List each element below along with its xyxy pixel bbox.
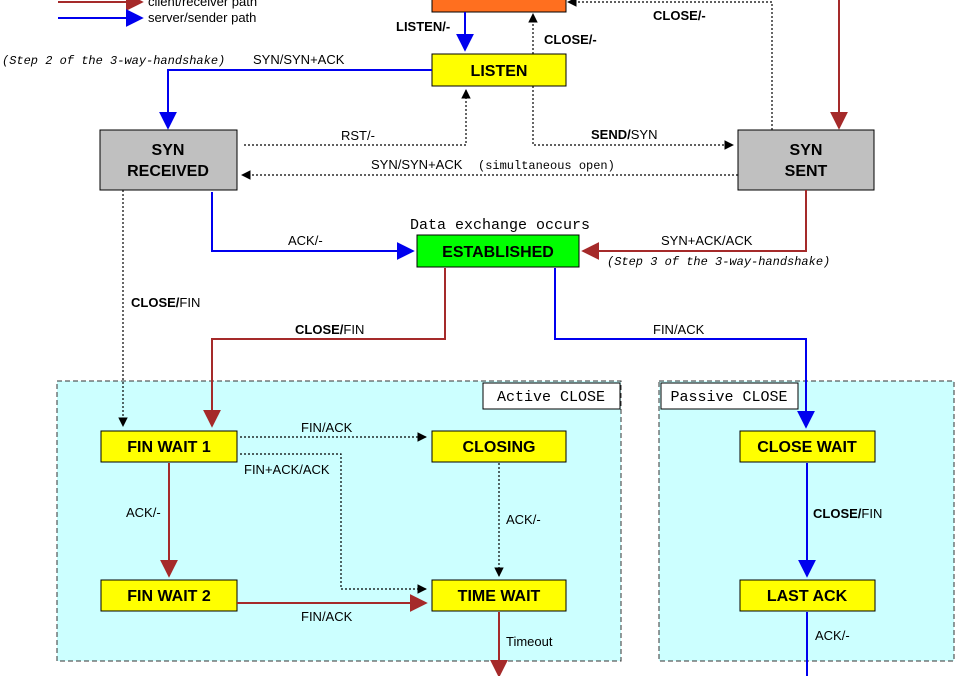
state-last-ack[interactable]	[739, 579, 876, 612]
state-last-ack-label: LAST ACK	[767, 588, 848, 605]
state-fin-wait-2[interactable]	[100, 579, 238, 612]
note-data-exchange: Data exchange occurs	[410, 217, 590, 234]
state-fin-wait-1[interactable]	[100, 430, 238, 463]
label-ack-established: ACK/-	[288, 233, 323, 248]
label-syn-synack: SYN/SYN+ACK	[253, 52, 345, 67]
arrow-established-to-closewait	[554, 268, 815, 429]
state-close-wait[interactable]	[739, 430, 876, 463]
label-listen-from-closed: LISTEN/-	[396, 19, 450, 34]
state-close-wait-label: CLOSE WAIT	[757, 439, 857, 456]
state-syn-sent-label-1: SYN	[790, 142, 823, 159]
label-close-fin-3: CLOSE/FIN	[813, 506, 882, 521]
state-listen[interactable]	[431, 53, 567, 87]
arrow-synreceived-to-listen	[244, 89, 471, 146]
passive-close-label-box	[660, 382, 799, 410]
arrow-listen-to-synsent	[532, 86, 734, 150]
state-established[interactable]	[416, 234, 580, 268]
state-syn-received[interactable]	[99, 129, 238, 191]
state-syn-sent[interactable]	[737, 129, 875, 191]
legend-server-text: server/sender path	[148, 10, 256, 25]
label-fin-ack-passive: FIN/ACK	[653, 322, 705, 337]
label-close-synsent: CLOSE/-	[653, 8, 706, 23]
label-ack-last: ACK/-	[815, 628, 850, 643]
note-step3: (Step 3 of the 3-way-handshake)	[607, 255, 830, 269]
state-closing-label: CLOSING	[463, 439, 536, 456]
active-close-label: Active CLOSE	[497, 389, 605, 406]
arrow-synsent-to-closed	[567, 0, 773, 130]
state-fin-wait-1-label: FIN WAIT 1	[127, 439, 211, 456]
label-close-fin-1: CLOSE/FIN	[131, 295, 200, 310]
label-synack-ack: SYN+ACK/ACK	[661, 233, 753, 248]
active-close-label-box	[482, 382, 621, 410]
note-step2: (Step 2 of the 3-way-handshake)	[2, 54, 225, 68]
state-listen-label: LISTEN	[471, 63, 528, 80]
arrow-finwait1-to-timewait	[240, 453, 427, 594]
state-established-label: ESTABLISHED	[442, 244, 554, 261]
arrow-listen-to-synreceived	[159, 69, 432, 130]
passive-close-label: Passive CLOSE	[670, 389, 787, 406]
arrow-synsent-to-established	[581, 190, 807, 260]
label-ack-fw2: ACK/-	[126, 505, 161, 520]
state-fin-wait-2-label: FIN WAIT 2	[127, 588, 211, 605]
state-syn-received-label-2: RECEIVED	[127, 163, 209, 180]
state-closing[interactable]	[431, 430, 567, 463]
label-syn-synack-simul: SYN/SYN+ACK	[371, 157, 463, 172]
label-ack-tw: ACK/-	[506, 512, 541, 527]
state-time-wait[interactable]	[431, 579, 567, 612]
state-syn-sent-label-2: SENT	[785, 163, 828, 180]
label-send-syn: SEND/SYN	[591, 127, 657, 142]
legend-client-text: client/receiver path	[148, 0, 257, 9]
state-syn-received-label-1: SYN	[152, 142, 185, 159]
label-timeout: Timeout	[506, 634, 553, 649]
label-finack-ack: FIN+ACK/ACK	[244, 462, 330, 477]
label-rst: RST/-	[341, 128, 375, 143]
label-close-fin-2: CLOSE/FIN	[295, 322, 364, 337]
state-closed[interactable]	[431, 0, 567, 13]
arrow-established-to-finwait1	[203, 268, 446, 428]
label-fin-ack-closing: FIN/ACK	[301, 420, 353, 435]
active-close-region	[56, 380, 622, 662]
arrow-synreceived-to-established	[211, 192, 415, 260]
state-time-wait-label: TIME WAIT	[458, 588, 541, 605]
label-close-listen: CLOSE/-	[544, 32, 597, 47]
label-fin-ack-tw: FIN/ACK	[301, 609, 353, 624]
note-simultaneous: (simultaneous open)	[478, 159, 615, 173]
